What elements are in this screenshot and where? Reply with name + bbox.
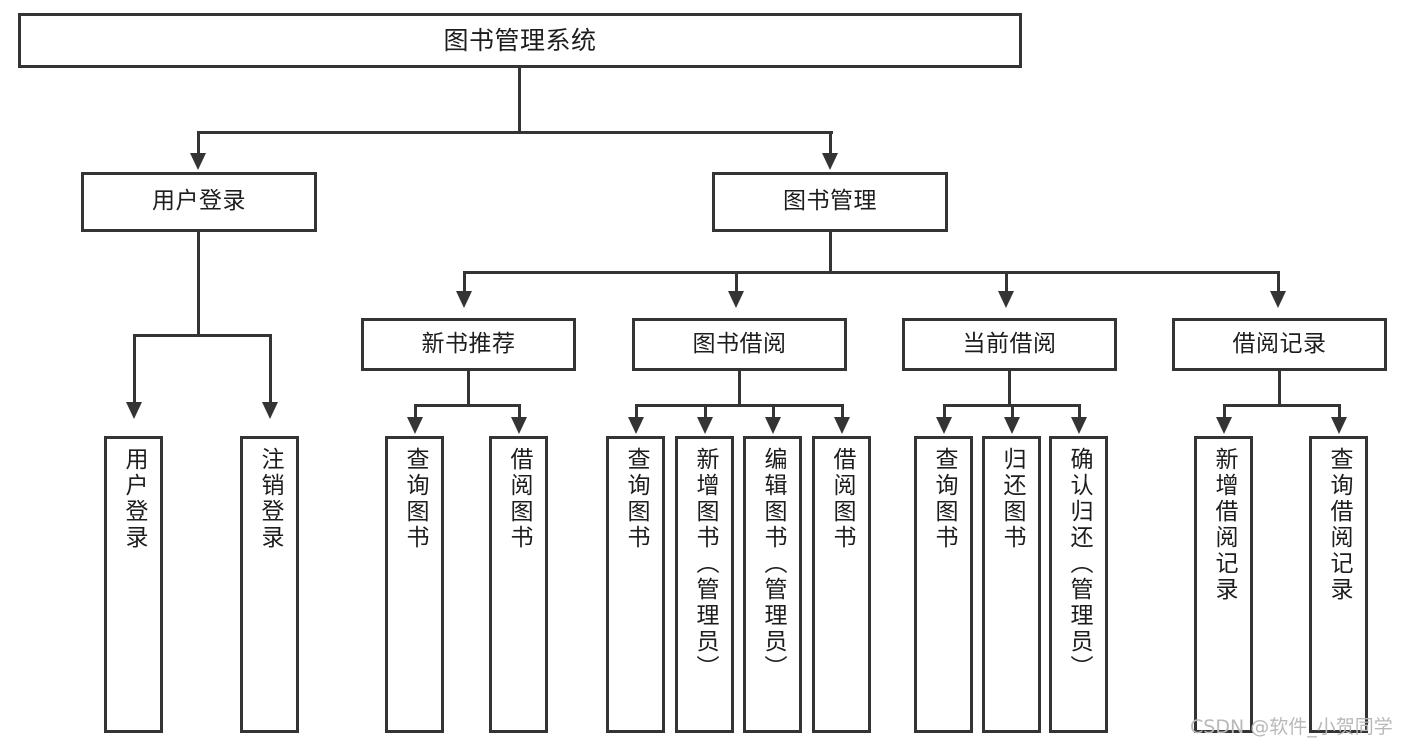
node-label: 查询图书 — [931, 447, 957, 551]
node-label: 借阅图书 — [829, 447, 855, 551]
arrow-to-leaf-query-book-b — [628, 417, 644, 434]
connector-bookborrow-bar — [635, 404, 844, 407]
leaf-add-book-admin[interactable]: 新增图书（管理员） — [675, 436, 734, 733]
connector-root-drop-right — [829, 131, 832, 155]
connector-root-bar — [197, 131, 833, 134]
connector-recommend-drop-2 — [518, 404, 521, 418]
arrow-to-book-borrow — [728, 291, 744, 308]
arrow-to-user-login — [190, 153, 206, 170]
node-user-login[interactable]: 用户登录 — [81, 172, 317, 232]
connector-currentborrow-drop-3 — [1078, 404, 1081, 418]
arrow-to-leaf-add-book — [697, 417, 713, 434]
connector-lvl3-drop-3 — [1005, 271, 1008, 293]
leaf-query-borrow-record[interactable]: 查询借阅记录 — [1309, 436, 1368, 733]
arrow-to-leaf-query-book-c — [936, 417, 952, 434]
connector-borrowrecord-drop-1 — [1223, 404, 1226, 418]
connector-recommend-bar — [414, 404, 521, 407]
connector-bookmanage-stem — [829, 232, 832, 274]
connector-bookborrow-drop-1 — [635, 404, 638, 418]
connector-lvl3-drop-1 — [463, 271, 466, 293]
connector-currentborrow-drop-2 — [1011, 404, 1014, 418]
connector-borrowrecord-drop-2 — [1338, 404, 1341, 418]
leaf-query-book-borrow[interactable]: 查询图书 — [606, 436, 665, 733]
arrow-to-leaf-borrow-book-b — [834, 417, 850, 434]
node-label: 归还图书 — [999, 447, 1025, 551]
node-book-manage[interactable]: 图书管理 — [712, 172, 948, 232]
arrow-to-new-book-recommend — [456, 291, 472, 308]
node-current-borrow[interactable]: 当前借阅 — [902, 318, 1117, 371]
node-label: 查询借阅记录 — [1326, 447, 1352, 603]
connector-recommend-stem — [467, 371, 470, 406]
connector-bookborrow-drop-2 — [704, 404, 707, 418]
connector-currentborrow-drop-1 — [943, 404, 946, 418]
connector-recommend-drop-1 — [414, 404, 417, 418]
arrow-to-book-manage — [822, 153, 838, 170]
node-label: 编辑图书（管理员） — [760, 447, 786, 681]
node-label: 图书借阅 — [692, 330, 787, 357]
leaf-confirm-return-admin[interactable]: 确认归还（管理员） — [1049, 436, 1108, 733]
arrow-to-current-borrow — [998, 291, 1014, 308]
connector-bookborrow-drop-4 — [841, 404, 844, 418]
arrow-to-leaf-query-book-r1 — [407, 417, 423, 434]
node-new-book-recommend[interactable]: 新书推荐 — [361, 318, 576, 371]
node-label: 确认归还（管理员） — [1066, 447, 1092, 681]
leaf-logout[interactable]: 注销登录 — [240, 436, 299, 733]
node-label: 新书推荐 — [421, 330, 516, 357]
leaf-borrow-book[interactable]: 借阅图书 — [812, 436, 871, 733]
node-root-system[interactable]: 图书管理系统 — [18, 13, 1022, 68]
node-label: 注销登录 — [257, 447, 283, 551]
arrow-to-leaf-edit-book — [765, 417, 781, 434]
connector-root-drop-left — [197, 131, 200, 155]
connector-bookmanage-bar — [463, 271, 1280, 274]
node-label: 查询图书 — [402, 447, 428, 551]
leaf-query-book-current[interactable]: 查询图书 — [914, 436, 973, 733]
connector-lvl3-drop-2 — [735, 271, 738, 293]
connector-bookborrow-drop-3 — [772, 404, 775, 418]
connector-lvl3-drop-4 — [1277, 271, 1280, 293]
node-label: 查询图书 — [623, 447, 649, 551]
leaf-edit-book-admin[interactable]: 编辑图书（管理员） — [743, 436, 802, 733]
node-book-borrow[interactable]: 图书借阅 — [632, 318, 847, 371]
node-borrow-record[interactable]: 借阅记录 — [1172, 318, 1387, 371]
node-label: 用户登录 — [152, 188, 246, 215]
connector-borrowrecord-stem — [1278, 371, 1281, 406]
node-label: 借阅图书 — [506, 447, 532, 551]
connector-userlogin-drop-1 — [133, 334, 136, 404]
connector-root-stem — [518, 68, 521, 133]
arrow-to-leaf-user-login — [126, 402, 142, 419]
connector-userlogin-bar — [133, 334, 272, 337]
connector-userlogin-stem — [197, 232, 200, 336]
leaf-user-login[interactable]: 用户登录 — [104, 436, 163, 733]
arrow-to-leaf-add-record — [1216, 417, 1232, 434]
node-label: 图书管理系统 — [443, 25, 597, 55]
node-label: 新增图书（管理员） — [692, 447, 718, 681]
leaf-borrow-book-recommend[interactable]: 借阅图书 — [489, 436, 548, 733]
arrow-to-leaf-return-book — [1004, 417, 1020, 434]
arrow-to-leaf-confirm-return — [1071, 417, 1087, 434]
leaf-query-book-recommend[interactable]: 查询图书 — [385, 436, 444, 733]
csdn-watermark: CSDN @软件_小贺同学 — [1190, 716, 1393, 738]
connector-bookborrow-stem — [738, 371, 741, 406]
leaf-return-book[interactable]: 归还图书 — [982, 436, 1041, 733]
node-label: 新增借阅记录 — [1211, 447, 1237, 603]
leaf-add-borrow-record[interactable]: 新增借阅记录 — [1194, 436, 1253, 733]
node-label: 用户登录 — [121, 447, 147, 551]
connector-currentborrow-stem — [1008, 371, 1011, 406]
connector-borrowrecord-bar — [1223, 404, 1341, 407]
arrow-to-leaf-query-record — [1331, 417, 1347, 434]
arrow-to-leaf-logout — [262, 402, 278, 419]
connector-userlogin-drop-2 — [269, 334, 272, 404]
arrow-to-borrow-record — [1270, 291, 1286, 308]
node-label: 借阅记录 — [1232, 330, 1327, 357]
node-label: 当前借阅 — [962, 330, 1057, 357]
arrow-to-leaf-borrow-book-r1 — [511, 417, 527, 434]
node-label: 图书管理 — [783, 188, 877, 215]
